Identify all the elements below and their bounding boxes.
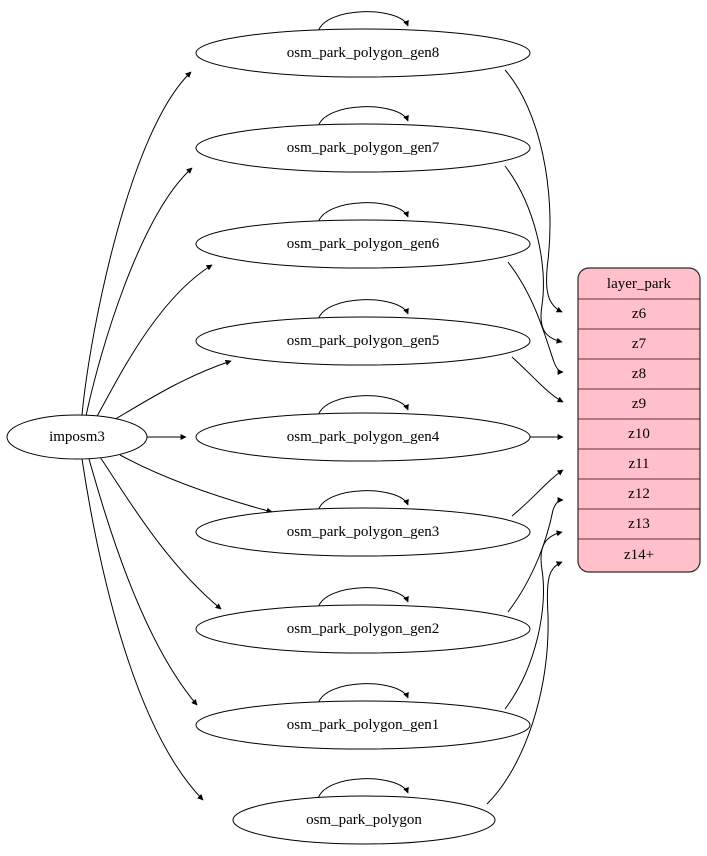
node-label-gen7: osm_park_polygon_gen7 (287, 140, 440, 156)
node-shape-gen1[interactable] (195, 700, 531, 750)
edge-imposm3-to-gen2 (99, 456, 222, 610)
self-loop-gen7 (317, 106, 409, 128)
node-osm_park_polygon_gen8[interactable]: osm_park_polygon_gen8 (195, 28, 531, 78)
layer-park-table[interactable]: layer_park z6 z7 z8 z9 z10 z11 z12 z13 z… (577, 267, 701, 573)
node-label-gen5: osm_park_polygon_gen5 (287, 333, 439, 349)
table-cell-label-z9: z9 (632, 396, 646, 412)
table-row-z12[interactable] (578, 478, 700, 510)
edge-gen2-to-z12 (507, 497, 564, 613)
node-label-gen3: osm_park_polygon_gen3 (287, 524, 439, 540)
table-row-z9[interactable] (578, 388, 700, 420)
edge-gen3-to-z11 (511, 469, 564, 517)
edge-gen5-to-z9 (511, 356, 564, 403)
node-shape-gen2[interactable] (195, 604, 531, 654)
node-imposm3[interactable]: imposm3 (6, 414, 148, 460)
table-row-z10[interactable] (578, 418, 700, 450)
table-row-z14plus[interactable] (578, 538, 700, 572)
edge-imposm3-to-osm-park-polygon (81, 458, 204, 801)
node-osm_park_polygon_gen2[interactable]: osm_park_polygon_gen2 (195, 604, 531, 654)
node-shape-gen3[interactable] (195, 507, 531, 557)
node-osm_park_polygon_gen3[interactable]: osm_park_polygon_gen3 (195, 507, 531, 557)
table-cell-label-z12: z12 (628, 486, 650, 502)
node-shape-gen6[interactable] (195, 219, 531, 269)
node-label-osm-park-polygon: osm_park_polygon (306, 812, 422, 828)
edge-gen8-to-z6 (504, 69, 563, 313)
self-loop-gen4 (317, 395, 409, 417)
edge-imposm3-to-gen7 (85, 167, 193, 417)
table-row-z13[interactable] (578, 508, 700, 540)
edge-osm-park-polygon-to-z14 (486, 561, 563, 805)
table-cell-label-z7: z7 (632, 336, 647, 352)
self-loop-gen2 (317, 587, 409, 609)
table-cell-label-z10: z10 (628, 426, 650, 442)
node-label-gen8: osm_park_polygon_gen8 (287, 45, 439, 61)
node-shape-gen4[interactable] (195, 412, 531, 462)
self-loop-edges (317, 11, 409, 800)
node-osm_park_polygon_gen4[interactable]: osm_park_polygon_gen4 (195, 412, 531, 462)
table-cell-label-z13: z13 (628, 516, 650, 532)
table-outline (577, 267, 701, 573)
node-label-imposm3: imposm3 (49, 429, 105, 445)
table-row-z11[interactable] (578, 448, 700, 480)
table-row-z7[interactable] (578, 328, 700, 360)
edges-to-layer-park (486, 69, 564, 805)
table-cell-label-z6: z6 (632, 306, 647, 322)
node-shape-gen5[interactable] (195, 316, 531, 366)
self-loop-gen8 (317, 11, 409, 33)
edge-imposm3-to-gen5 (111, 359, 232, 422)
node-osm_park_polygon_gen1[interactable]: osm_park_polygon_gen1 (195, 700, 531, 750)
node-osm_park_polygon_gen7[interactable]: osm_park_polygon_gen7 (195, 123, 531, 173)
node-label-gen2: osm_park_polygon_gen2 (287, 621, 439, 637)
table-cell-label-z8: z8 (632, 366, 646, 382)
node-label-gen4: osm_park_polygon_gen4 (287, 429, 440, 445)
table-cell-label-z14plus: z14+ (624, 547, 654, 563)
node-label-gen6: osm_park_polygon_gen6 (287, 236, 440, 252)
self-loop-osm-park-polygon (317, 778, 409, 800)
node-osm_park_polygon_gen5[interactable]: osm_park_polygon_gen5 (195, 316, 531, 366)
node-shape-osm-park-polygon[interactable] (232, 795, 496, 845)
table-header-label: layer_park (607, 276, 672, 292)
edge-imposm3-to-gen6 (95, 264, 213, 419)
node-osm_park_polygon[interactable]: osm_park_polygon (232, 795, 496, 845)
node-shape-gen8[interactable] (195, 28, 531, 78)
edge-imposm3-to-gen3 (119, 454, 273, 514)
self-loop-gen5 (317, 299, 409, 321)
self-loop-gen6 (317, 202, 409, 224)
polygon-nodes: osm_park_polygon_gen8 osm_park_polygon_g… (6, 28, 531, 845)
self-loop-gen1 (317, 683, 409, 705)
edge-gen7-to-z7 (504, 165, 563, 344)
self-loop-gen3 (317, 490, 409, 512)
edge-imposm3-to-gen1 (88, 458, 198, 706)
node-shape-imposm3[interactable] (6, 414, 148, 460)
node-shape-gen7[interactable] (195, 123, 531, 173)
node-osm_park_polygon_gen6[interactable]: osm_park_polygon_gen6 (195, 219, 531, 269)
node-label-gen1: osm_park_polygon_gen1 (287, 717, 439, 733)
edge-gen1-to-z13 (504, 530, 563, 710)
edges-from-imposm3 (81, 71, 273, 801)
table-cell-label-z11: z11 (628, 456, 649, 472)
edge-imposm3-to-gen8 (81, 71, 192, 416)
edge-gen6-to-z8 (507, 261, 564, 375)
